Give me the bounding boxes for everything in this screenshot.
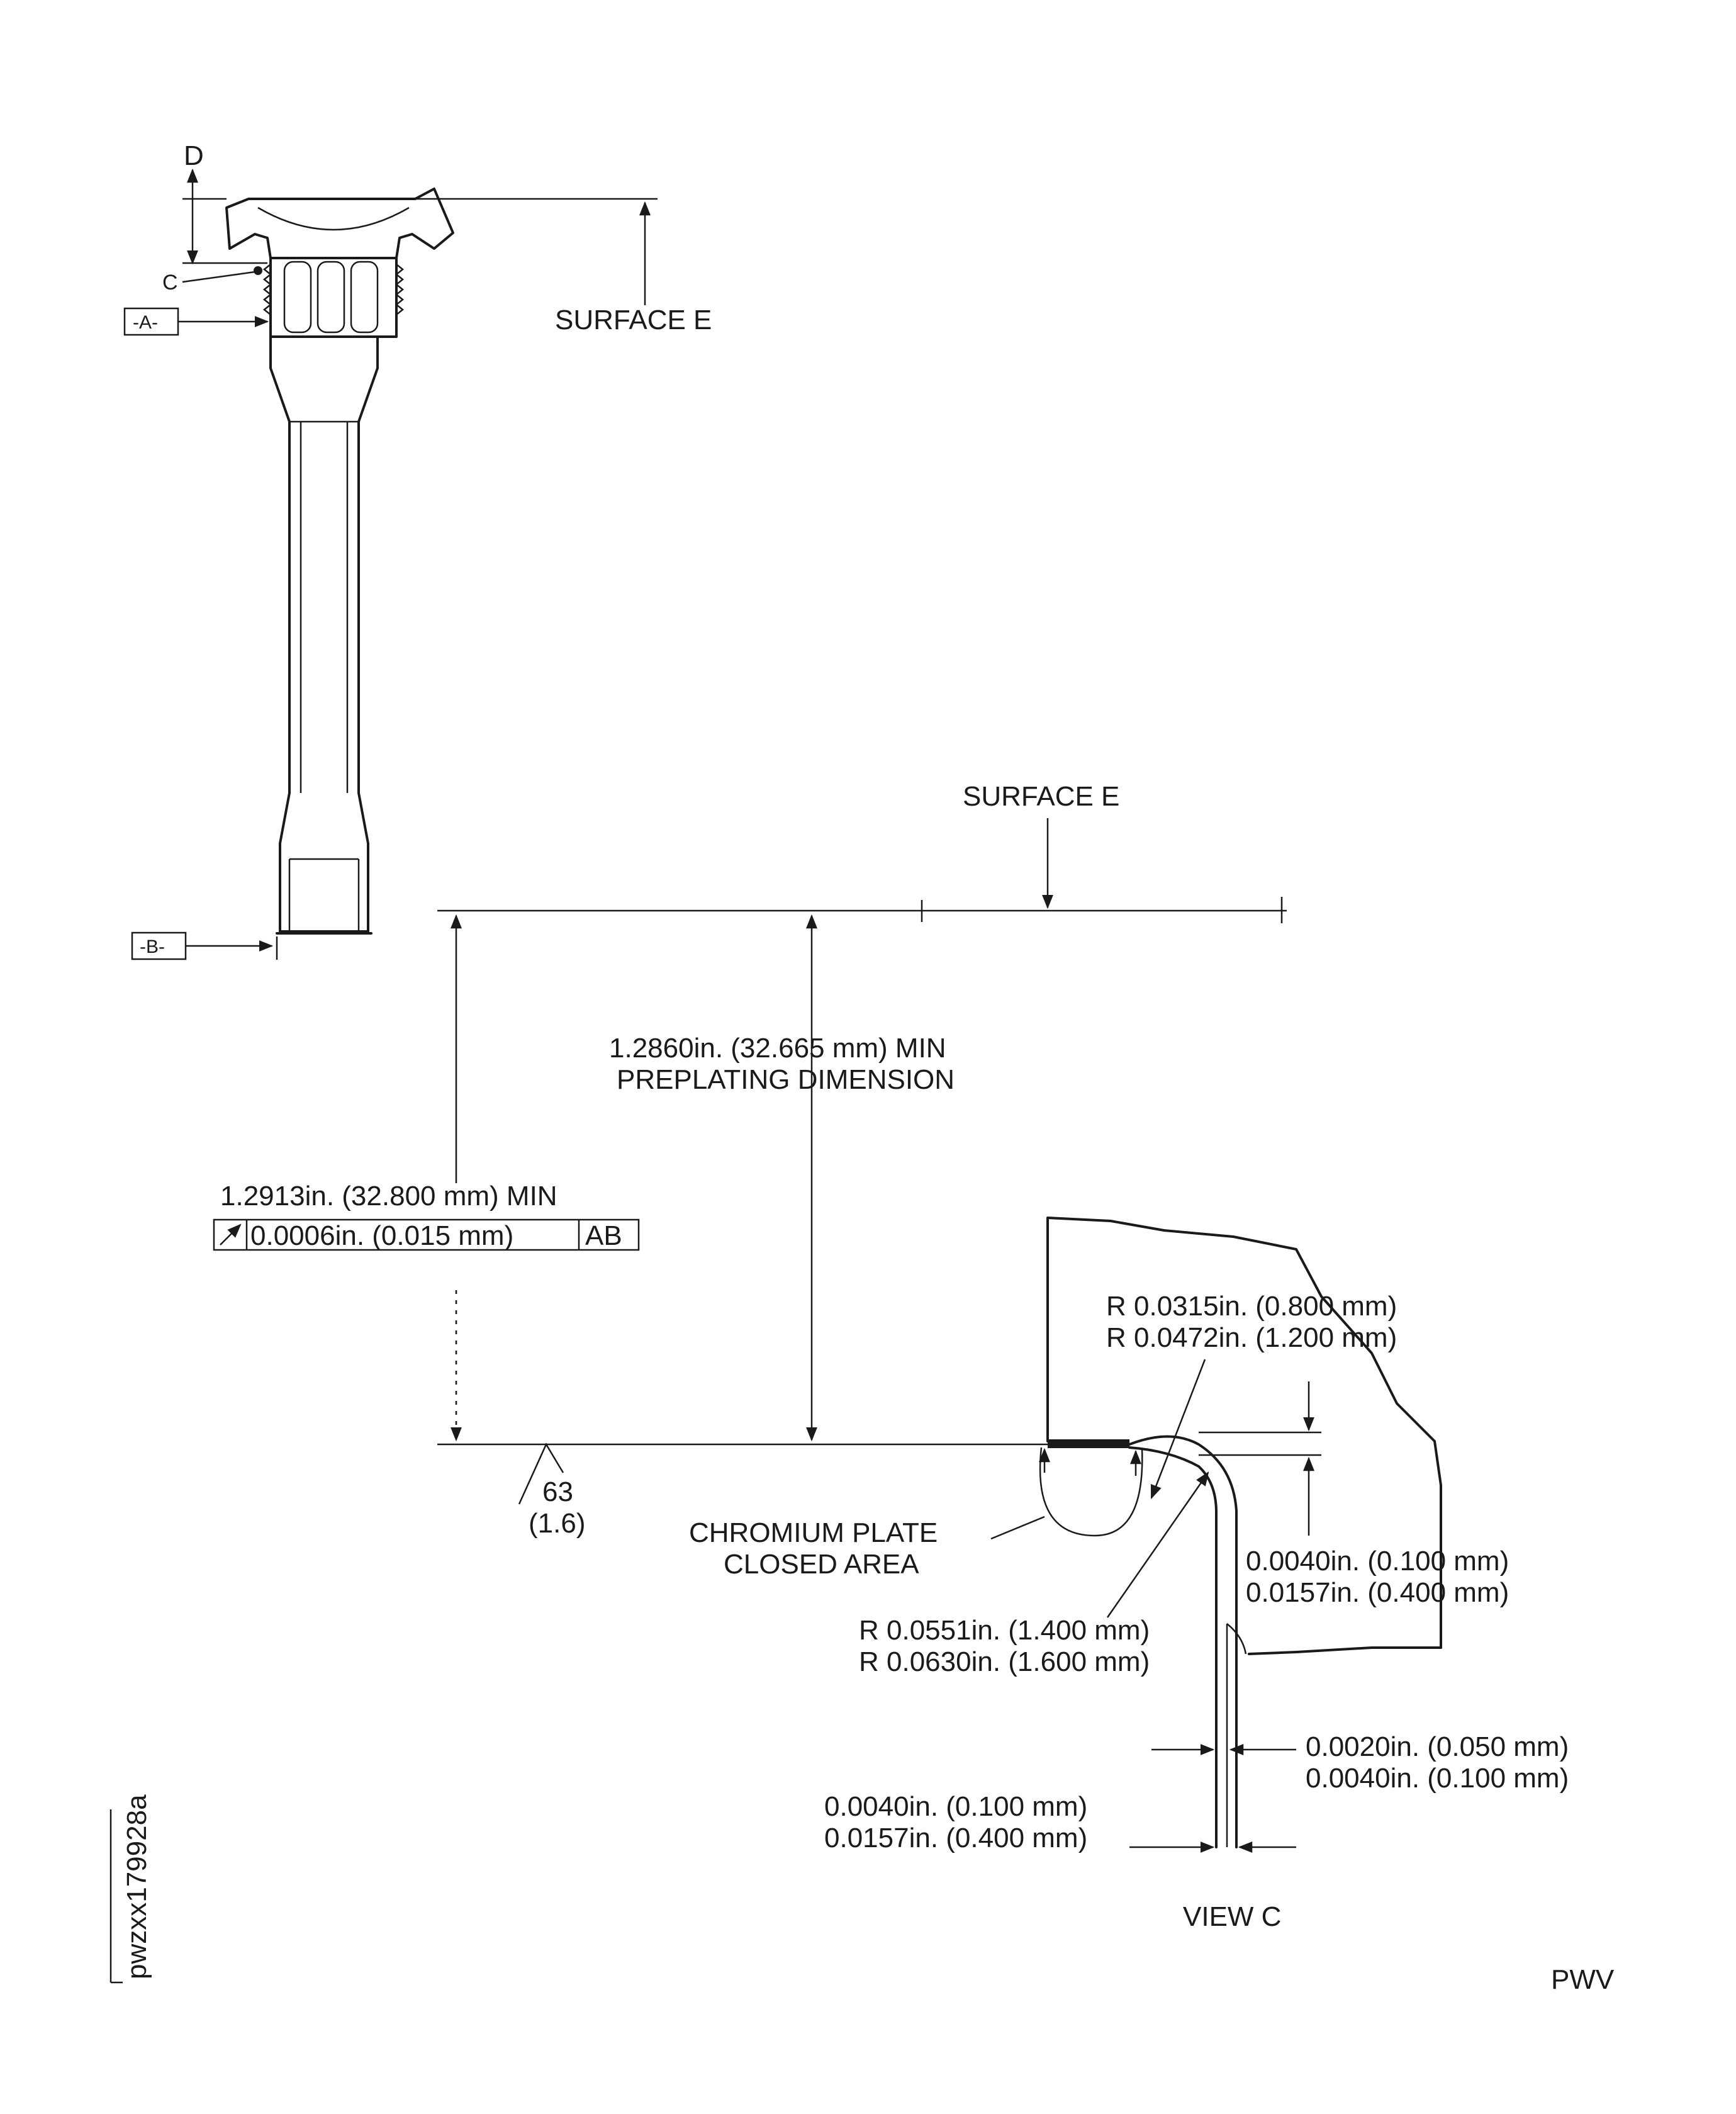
surface-finish-icon [518,1442,564,1505]
detail-wall-inner [1226,1623,1247,1655]
fcf-datums: AB [585,1220,622,1251]
datum-a-label: -A- [133,312,158,333]
r-inner-leader [1106,1471,1209,1618]
side-line1: 0.0040in. (0.100 mm) [824,1791,1087,1822]
dimension-d: D [182,140,267,265]
part-neck-thread-left [262,264,272,315]
view-c-surface-e-label: SURFACE E [963,781,1119,812]
surface-e-top-label: SURFACE E [555,305,712,335]
r-outer-line2: R 0.0472in. (1.200 mm) [1106,1322,1397,1353]
view-c: SURFACE E 1.2860in. (32.665 mm) MIN PREP… [213,781,1569,1932]
runout-symbol-icon [220,1223,242,1245]
label-c: C [162,271,178,295]
part-neck-thread-right [395,264,405,315]
r-inner-line2: R 0.0630in. (1.600 mm) [859,1646,1150,1677]
callout-c-leader [182,271,255,283]
figure-id-group: pwzxx179928a [109,1794,152,1984]
plate-thk-line1: 0.0040in. (0.100 mm) [1246,1546,1509,1577]
brand-mark: PWV [1551,1964,1615,1995]
detail-corner-inner [1128,1446,1218,1848]
detail-upper-outline [1046,1217,1442,1487]
datum-a: -A- [123,307,269,336]
feature-control-frame: 0.0006in. (0.015 mm) AB [213,1218,640,1251]
chromium-plate-strip [1048,1439,1129,1448]
detail-corner-outer [1128,1435,1238,1848]
preplating-line1: 1.2860in. (32.665 mm) MIN [609,1033,946,1064]
wall-line1: 0.0020in. (0.050 mm) [1306,1731,1569,1762]
plate-thk-line2: 0.0157in. (0.400 mm) [1246,1577,1509,1608]
r-outer-leader [1150,1359,1206,1500]
min-dim-label: 1.2913in. (32.800 mm) MIN [220,1181,557,1212]
finish-value: 63 [542,1476,573,1507]
r-inner-line1: R 0.0551in. (1.400 mm) [859,1615,1150,1646]
r-outer-line1: R 0.0315in. (0.800 mm) [1106,1291,1397,1322]
chromium-closed-arc [1039,1447,1143,1537]
part-neck [269,257,398,338]
part-flange-outline [225,188,454,259]
preplating-line2: PREPLATING DIMENSION [617,1064,955,1095]
part-neck-slot-2 [316,261,345,334]
datum-b: -B- [131,931,278,960]
finish-metric: (1.6) [529,1508,585,1539]
wall-line2: 0.0040in. (0.100 mm) [1306,1763,1569,1794]
part-flange-dish [257,206,410,231]
callout-c-dot [254,266,262,275]
chromium-line2: CLOSED AREA [724,1549,919,1580]
part-side-view [225,188,454,935]
part-shaft-outline [269,335,379,933]
label-d: D [184,140,204,171]
fcf-value: 0.0006in. (0.015 mm) [250,1220,513,1251]
part-neck-slot-3 [350,261,379,334]
figure-id: pwzxx179928a [121,1794,152,1979]
fcf-box [213,1218,640,1251]
view-c-title: VIEW C [1183,1901,1281,1932]
part-neck-slot-1 [283,261,312,334]
chromium-leader [990,1515,1045,1540]
datum-b-label: -B- [140,936,165,957]
detail-lower-break [1248,1646,1442,1655]
chromium-line1: CHROMIUM PLATE [689,1517,938,1548]
surface-finish: 63 (1.6) [518,1442,585,1539]
surface-e-top: SURFACE E [415,198,712,335]
callout-c: C [162,266,262,295]
side-line2: 0.0157in. (0.400 mm) [824,1823,1087,1853]
